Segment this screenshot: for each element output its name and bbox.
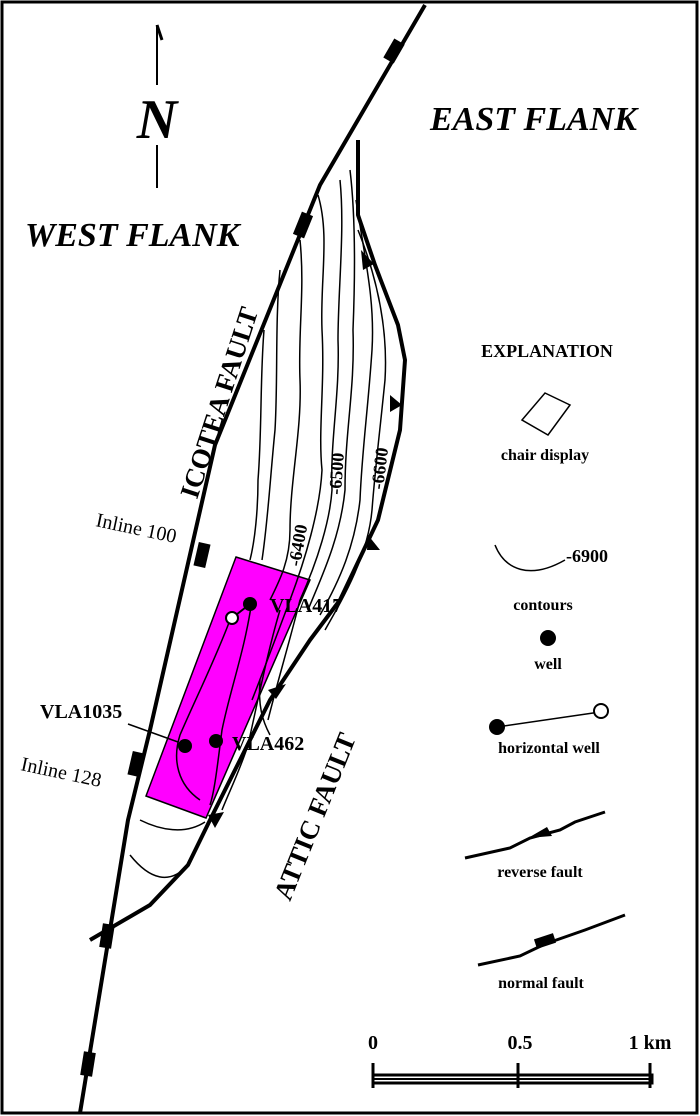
fault-tick [80, 1051, 96, 1077]
contours [129, 169, 387, 879]
contour-line [139, 819, 206, 831]
contour-line [319, 199, 374, 616]
legend-normal-fault-tick [533, 933, 557, 949]
reverse-fault-tooth [367, 535, 380, 550]
fault-tick [383, 38, 405, 64]
well-vla1035 [178, 739, 192, 753]
contour-line [307, 169, 356, 611]
vla1035-leader [127, 723, 179, 743]
icotea-fault-label: ICOTEA FAULT [174, 304, 264, 502]
legend-horizontal-well-heel [489, 719, 505, 735]
inline-100-label: Inline 100 [94, 509, 178, 547]
scale-tick-end: 1 km [629, 1032, 672, 1054]
explanation-title: EXPLANATION [481, 341, 613, 361]
north-arrow: N [136, 24, 180, 188]
contour-line [299, 179, 343, 601]
east-flank-label: EAST FLANK [429, 101, 639, 138]
legend-reverse-fault-label: reverse fault [497, 864, 583, 881]
contour-line [129, 854, 189, 879]
legend-well-label: well [534, 656, 562, 673]
north-arrow-head [155, 24, 164, 41]
contour-line [261, 269, 281, 561]
eastern-fault-line [88, 140, 407, 942]
reverse-fault-tooth [208, 812, 224, 828]
contour-line [267, 599, 301, 721]
contour-line [209, 599, 253, 806]
contour-line [269, 239, 303, 601]
north-label: N [136, 89, 180, 151]
legend-horizontal-well-toe [593, 703, 609, 719]
well-label-vla417: VLA417 [270, 595, 342, 617]
legend-horizontal-well-line [496, 711, 601, 728]
legend-normal-fault-label: normal fault [498, 975, 584, 992]
fault-tick [127, 750, 145, 778]
well-label-vla462: VLA462 [232, 733, 304, 755]
contour-line [258, 679, 271, 736]
legend-contour-value: -6900 [566, 546, 608, 566]
well-label-vla1035: VLA1035 [40, 701, 122, 723]
west-flank-label: WEST FLANK [25, 217, 242, 254]
fault-tick [193, 541, 211, 569]
legend-contour-symbol [494, 544, 566, 572]
chair-display-area [145, 556, 312, 819]
legend-chair-display-symbol [520, 392, 572, 436]
contour-label-6400: -6400 [284, 523, 311, 568]
inline-128-label: Inline 128 [19, 753, 103, 791]
contour-label-6500: -6500 [325, 452, 348, 495]
reverse-fault-tooth [390, 395, 402, 412]
legend-well-symbol [540, 630, 556, 646]
scale-bar: 0 0.5 1 km [368, 1032, 672, 1088]
contour-line [249, 329, 265, 561]
scale-tick-0: 0 [368, 1032, 378, 1054]
well-vla462 [209, 734, 223, 748]
legend-contours-label: contours [513, 597, 573, 614]
contour-line [251, 194, 325, 701]
well-vla417 [243, 597, 257, 611]
legend-chair-display-label: chair display [501, 447, 589, 464]
legend-reverse-fault-tooth [528, 827, 552, 838]
reverse-fault-tooth [268, 684, 286, 699]
icotea-fault-line [78, 3, 427, 1114]
legend-horizontal-well-label: horizontal well [498, 740, 600, 757]
horizontal-well-toe [225, 611, 239, 625]
icotea-fault [78, 3, 427, 1114]
contour-line [221, 609, 281, 811]
scale-tick-mid: 0.5 [508, 1032, 533, 1054]
contour-line [175, 619, 231, 801]
fault-tick [292, 211, 314, 239]
wells [127, 597, 257, 753]
explanation-legend: EXPLANATION chair display -6900 contours… [464, 341, 626, 992]
contour-line [324, 229, 387, 631]
